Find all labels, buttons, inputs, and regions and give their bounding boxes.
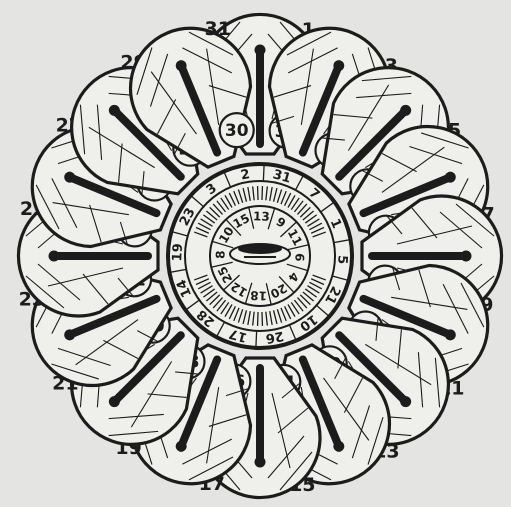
petal-knob xyxy=(255,45,266,56)
petal-knob xyxy=(461,251,472,262)
dial-inner-number: 18 xyxy=(250,288,267,303)
dial-outer-number: 19 xyxy=(170,243,186,262)
petal-knob xyxy=(49,251,60,262)
dial-inner-number: 13 xyxy=(253,209,270,224)
petal-knob xyxy=(255,457,266,468)
dial-outer-number: 5 xyxy=(334,255,349,265)
dial-inner-number: 8 xyxy=(213,250,227,259)
dial-outer-number: 26 xyxy=(264,328,284,346)
dial-inner-number: 6 xyxy=(292,253,306,262)
petal-inner-number: 30 xyxy=(225,121,249,141)
dial-hub-cap xyxy=(238,244,282,254)
petal-outer-number: 31 xyxy=(204,18,230,40)
